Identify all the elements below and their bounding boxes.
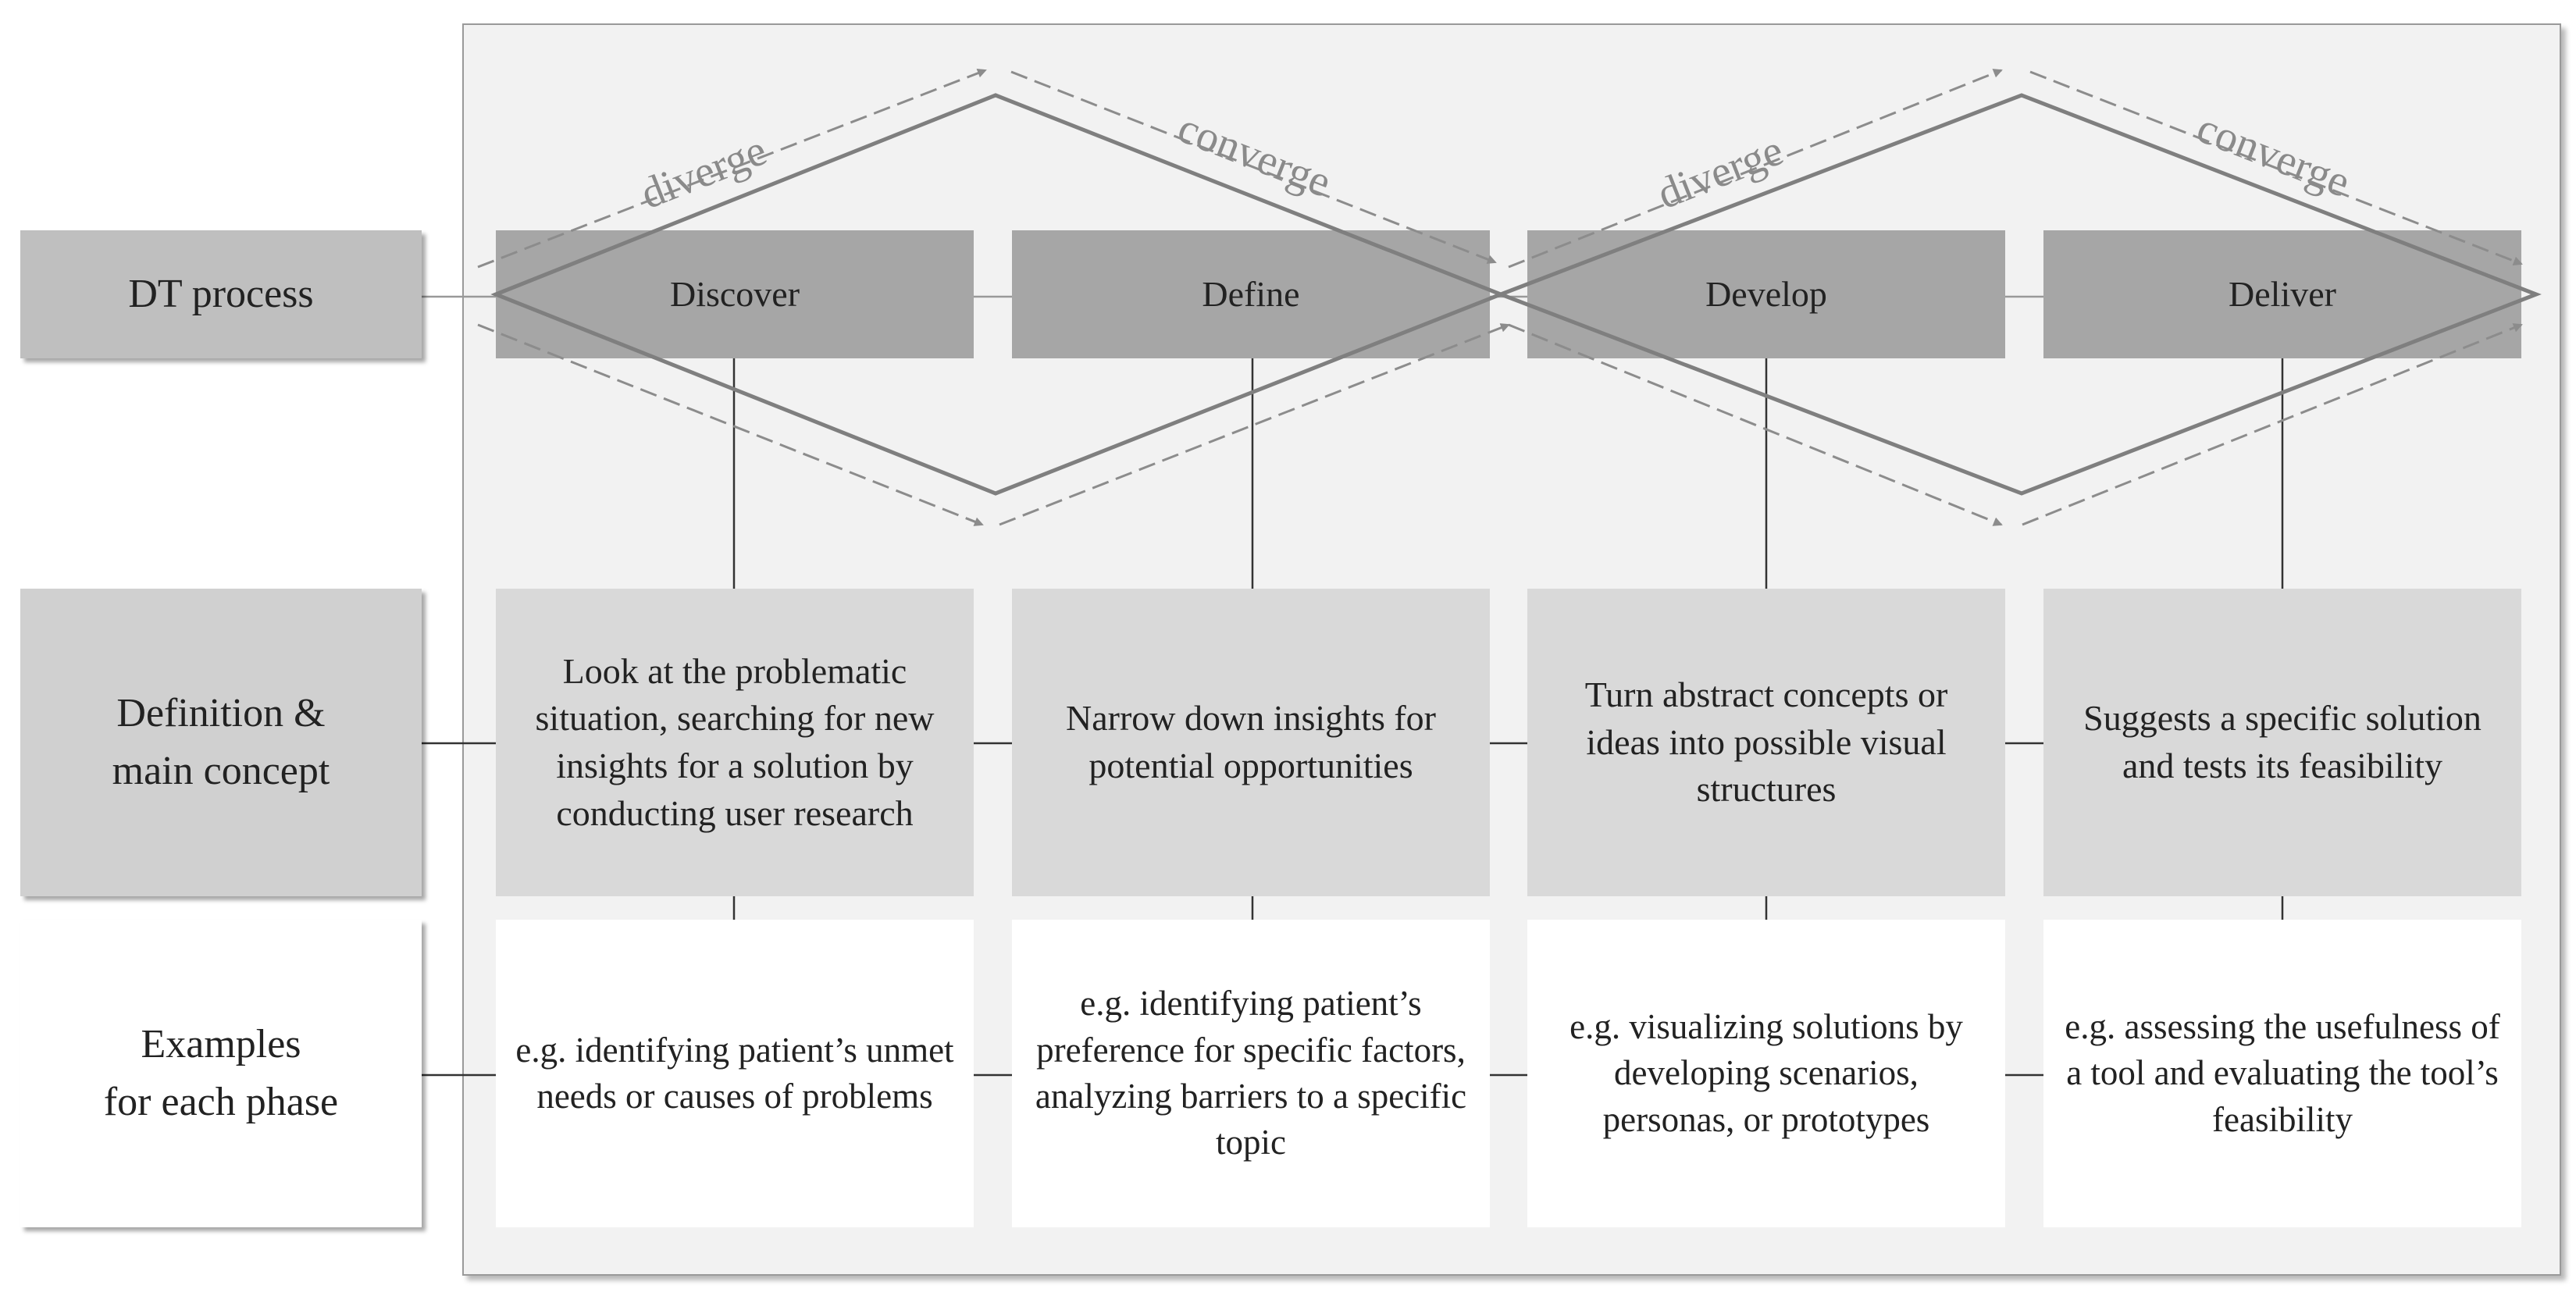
definition-box-define: Narrow down insights for potential oppor… (1012, 589, 1490, 896)
phase-box-develop: Develop (1527, 230, 2005, 358)
row-label-examples: Examples for each phase (20, 920, 422, 1227)
definition-box-deliver: Suggests a specific solution and tests i… (2043, 589, 2521, 896)
row-label-dt-process: DT process (20, 230, 422, 358)
definition-box-develop: Turn abstract concepts or ideas into pos… (1527, 589, 2005, 896)
example-box-define: e.g. identifying patient’s preference fo… (1012, 920, 1490, 1227)
phase-box-deliver: Deliver (2043, 230, 2521, 358)
definition-box-discover: Look at the problematic situation, searc… (496, 589, 974, 896)
example-box-discover: e.g. identifying patient’s unmet needs o… (496, 920, 974, 1227)
example-box-deliver: e.g. assessing the usefulness of a tool … (2043, 920, 2521, 1227)
example-box-develop: e.g. visualizing solutions by developing… (1527, 920, 2005, 1227)
phase-box-discover: Discover (496, 230, 974, 358)
phase-box-define: Define (1012, 230, 1490, 358)
row-label-definition: Definition & main concept (20, 589, 422, 896)
